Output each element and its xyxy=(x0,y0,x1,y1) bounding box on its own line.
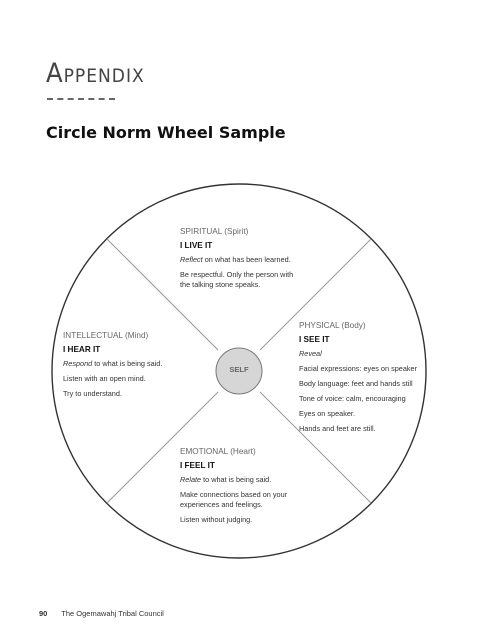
divider-top-right xyxy=(259,238,372,351)
quadrant-lead: Reveal xyxy=(299,349,322,358)
quadrant-title: EMOTIONAL (Heart) xyxy=(180,447,256,456)
appendix-heading: Appendix xyxy=(46,58,145,89)
quadrant-line: Eyes on speaker. xyxy=(299,409,355,418)
quadrant-spiritual: SPIRITUAL (Spirit) I LIVE IT Reflect on … xyxy=(180,227,302,295)
quadrant-title: PHYSICAL (Body) xyxy=(299,321,366,330)
divider-bottom-right xyxy=(259,391,372,504)
quadrant-emotional: EMOTIONAL (Heart) I FEEL IT Relate to wh… xyxy=(180,447,304,530)
quadrant-verb: I SEE IT xyxy=(299,335,330,344)
quadrant-lead: Reflect on what has been learned. xyxy=(180,255,291,264)
divider-top-left xyxy=(106,238,219,351)
quadrant-line: Facial expressions: eyes on speaker xyxy=(299,364,418,373)
page-number: 90 xyxy=(39,609,48,618)
outer-circle xyxy=(51,183,427,559)
quadrant-line: Listen without judging. xyxy=(180,515,253,524)
quadrant-verb: I HEAR IT xyxy=(63,345,101,354)
quadrant-line: Tone of voice: calm, encouraging xyxy=(299,394,406,403)
quadrant-line: Hands and feet are still. xyxy=(299,424,376,433)
self-circle xyxy=(215,347,263,395)
dashed-divider xyxy=(47,98,115,100)
publisher-name: The Ogemawahj Tribal Council xyxy=(61,609,164,618)
quadrant-verb: I LIVE IT xyxy=(180,241,213,250)
page-footer: 90 The Ogemawahj Tribal Council xyxy=(39,609,164,618)
quadrant-lead: Relate to what is being said. xyxy=(180,475,272,484)
page-title: Circle Norm Wheel Sample xyxy=(46,123,286,142)
quadrant-verb: I FEEL IT xyxy=(180,461,215,470)
quadrant-title: SPIRITUAL (Spirit) xyxy=(180,227,249,236)
quadrant-intellectual: INTELLECTUAL (Mind) I HEAR IT Respond to… xyxy=(63,331,193,404)
quadrant-line: Try to understand. xyxy=(63,389,122,398)
quadrant-line: Make connections based on your experienc… xyxy=(180,490,288,509)
self-label: SELF xyxy=(229,365,249,374)
divider-bottom-left xyxy=(106,391,219,504)
quadrant-title: INTELLECTUAL (Mind) xyxy=(63,331,149,340)
quadrant-line: Listen with an open mind. xyxy=(63,374,146,383)
quadrant-physical: PHYSICAL (Body) I SEE IT Reveal Facial e… xyxy=(299,321,429,439)
quadrant-line: Body language: feet and hands still xyxy=(299,379,413,388)
quadrant-lead: Respond to what is being said. xyxy=(63,359,163,368)
quadrant-line: Be respectful. Only the person with the … xyxy=(180,270,294,289)
